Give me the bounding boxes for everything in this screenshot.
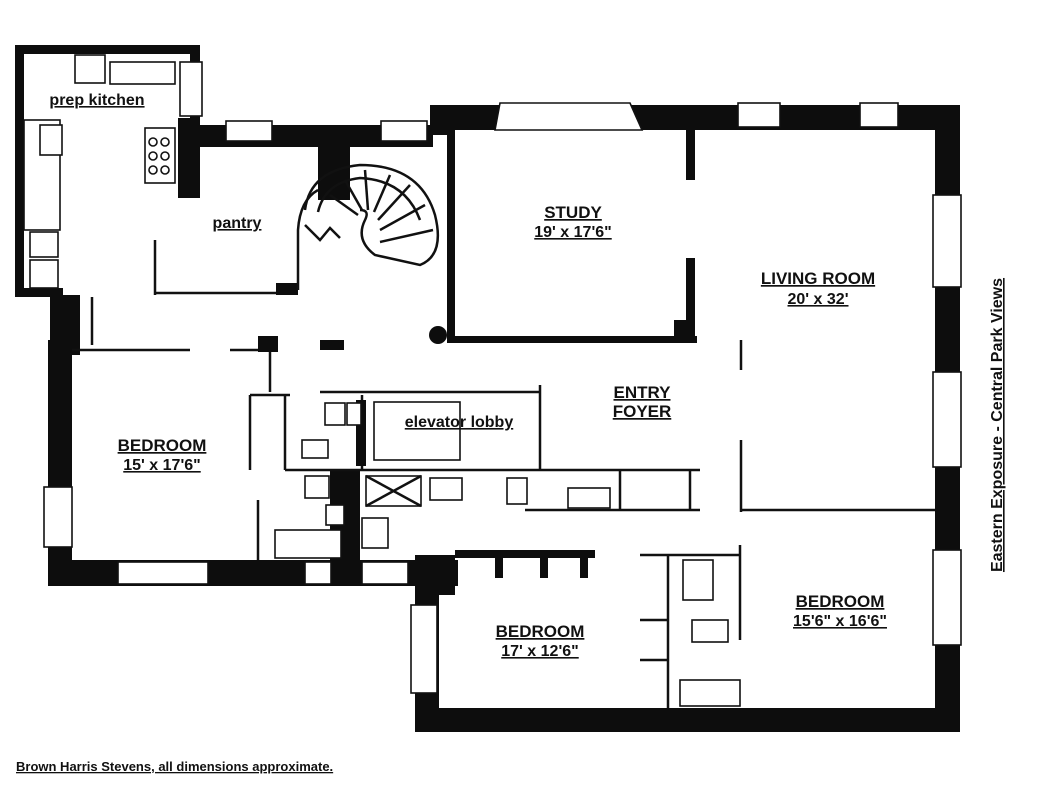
exposure-note: Eastern Exposure - Central Park Views <box>989 278 1006 572</box>
bedroom-west-label: BEDROOM <box>118 436 207 455</box>
bedroom-west-dimensions: 15' x 17'6" <box>123 457 200 474</box>
kitchen-fixtures <box>23 54 176 289</box>
spiral-stair <box>303 163 440 267</box>
elevator-lobby-label: elevator lobby <box>405 414 514 431</box>
footer-credit: Brown Harris Stevens, all dimensions app… <box>16 759 333 774</box>
living-room-dimensions: 20' x 32' <box>788 291 849 308</box>
entry-foyer-label-line1: ENTRY <box>614 383 672 402</box>
entry-foyer-label-line2: FOYER <box>613 402 672 421</box>
prep-kitchen-label: prep kitchen <box>49 92 144 109</box>
bedroom-south-dimensions: 17' x 12'6" <box>501 643 578 660</box>
interior-walls <box>72 128 935 708</box>
study-dimensions: 19' x 17'6" <box>534 224 611 241</box>
study-label: STUDY <box>544 203 602 222</box>
bedroom-east-dimensions: 15'6" x 16'6" <box>793 613 887 630</box>
living-room-label: LIVING ROOM <box>761 269 875 288</box>
pantry-label: pantry <box>213 215 262 232</box>
bedroom-south-label: BEDROOM <box>496 622 585 641</box>
windows <box>43 61 962 694</box>
bedroom-east-label: BEDROOM <box>796 592 885 611</box>
